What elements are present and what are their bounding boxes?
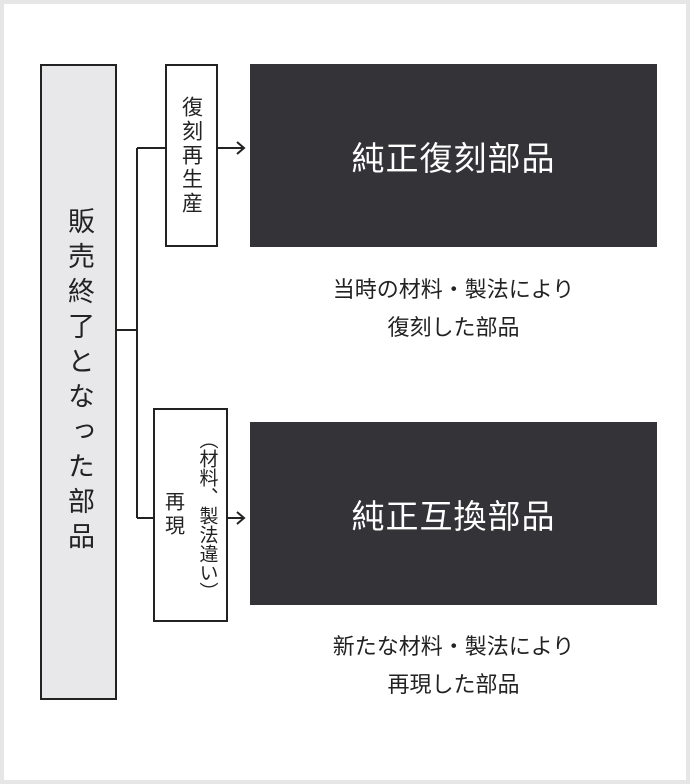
source-label: 販売終了となった部品 [63,207,94,557]
genuine-reproduction-parts-box: 純正復刻部品 [250,64,657,247]
method-box-recreation: （材料、製法違い） 再現 [153,408,228,622]
arrow-icon [228,511,246,525]
description-line: 新たな材料・製法により [332,635,575,660]
result-description: 新たな材料・製法により 再現した部品 [250,629,657,705]
description-line: 再現した部品 [387,673,520,698]
result-title: 純正互換部品 [351,496,556,536]
method-box-reproduction: 復刻再生産 [165,64,218,247]
description-line: 復刻した部品 [387,316,520,341]
result-title: 純正復刻部品 [351,138,556,178]
method-label: 復刻再生産 [179,95,204,216]
description-line: 当時の材料・製法により [332,278,575,303]
arrow-icon [218,141,246,155]
method-note: （材料、製法違い） [196,429,219,601]
method-label: 再現 [161,491,186,539]
genuine-compatible-parts-box: 純正互換部品 [250,422,657,605]
discontinued-parts-box: 販売終了となった部品 [40,64,117,700]
result-description: 当時の材料・製法により 復刻した部品 [250,272,657,348]
